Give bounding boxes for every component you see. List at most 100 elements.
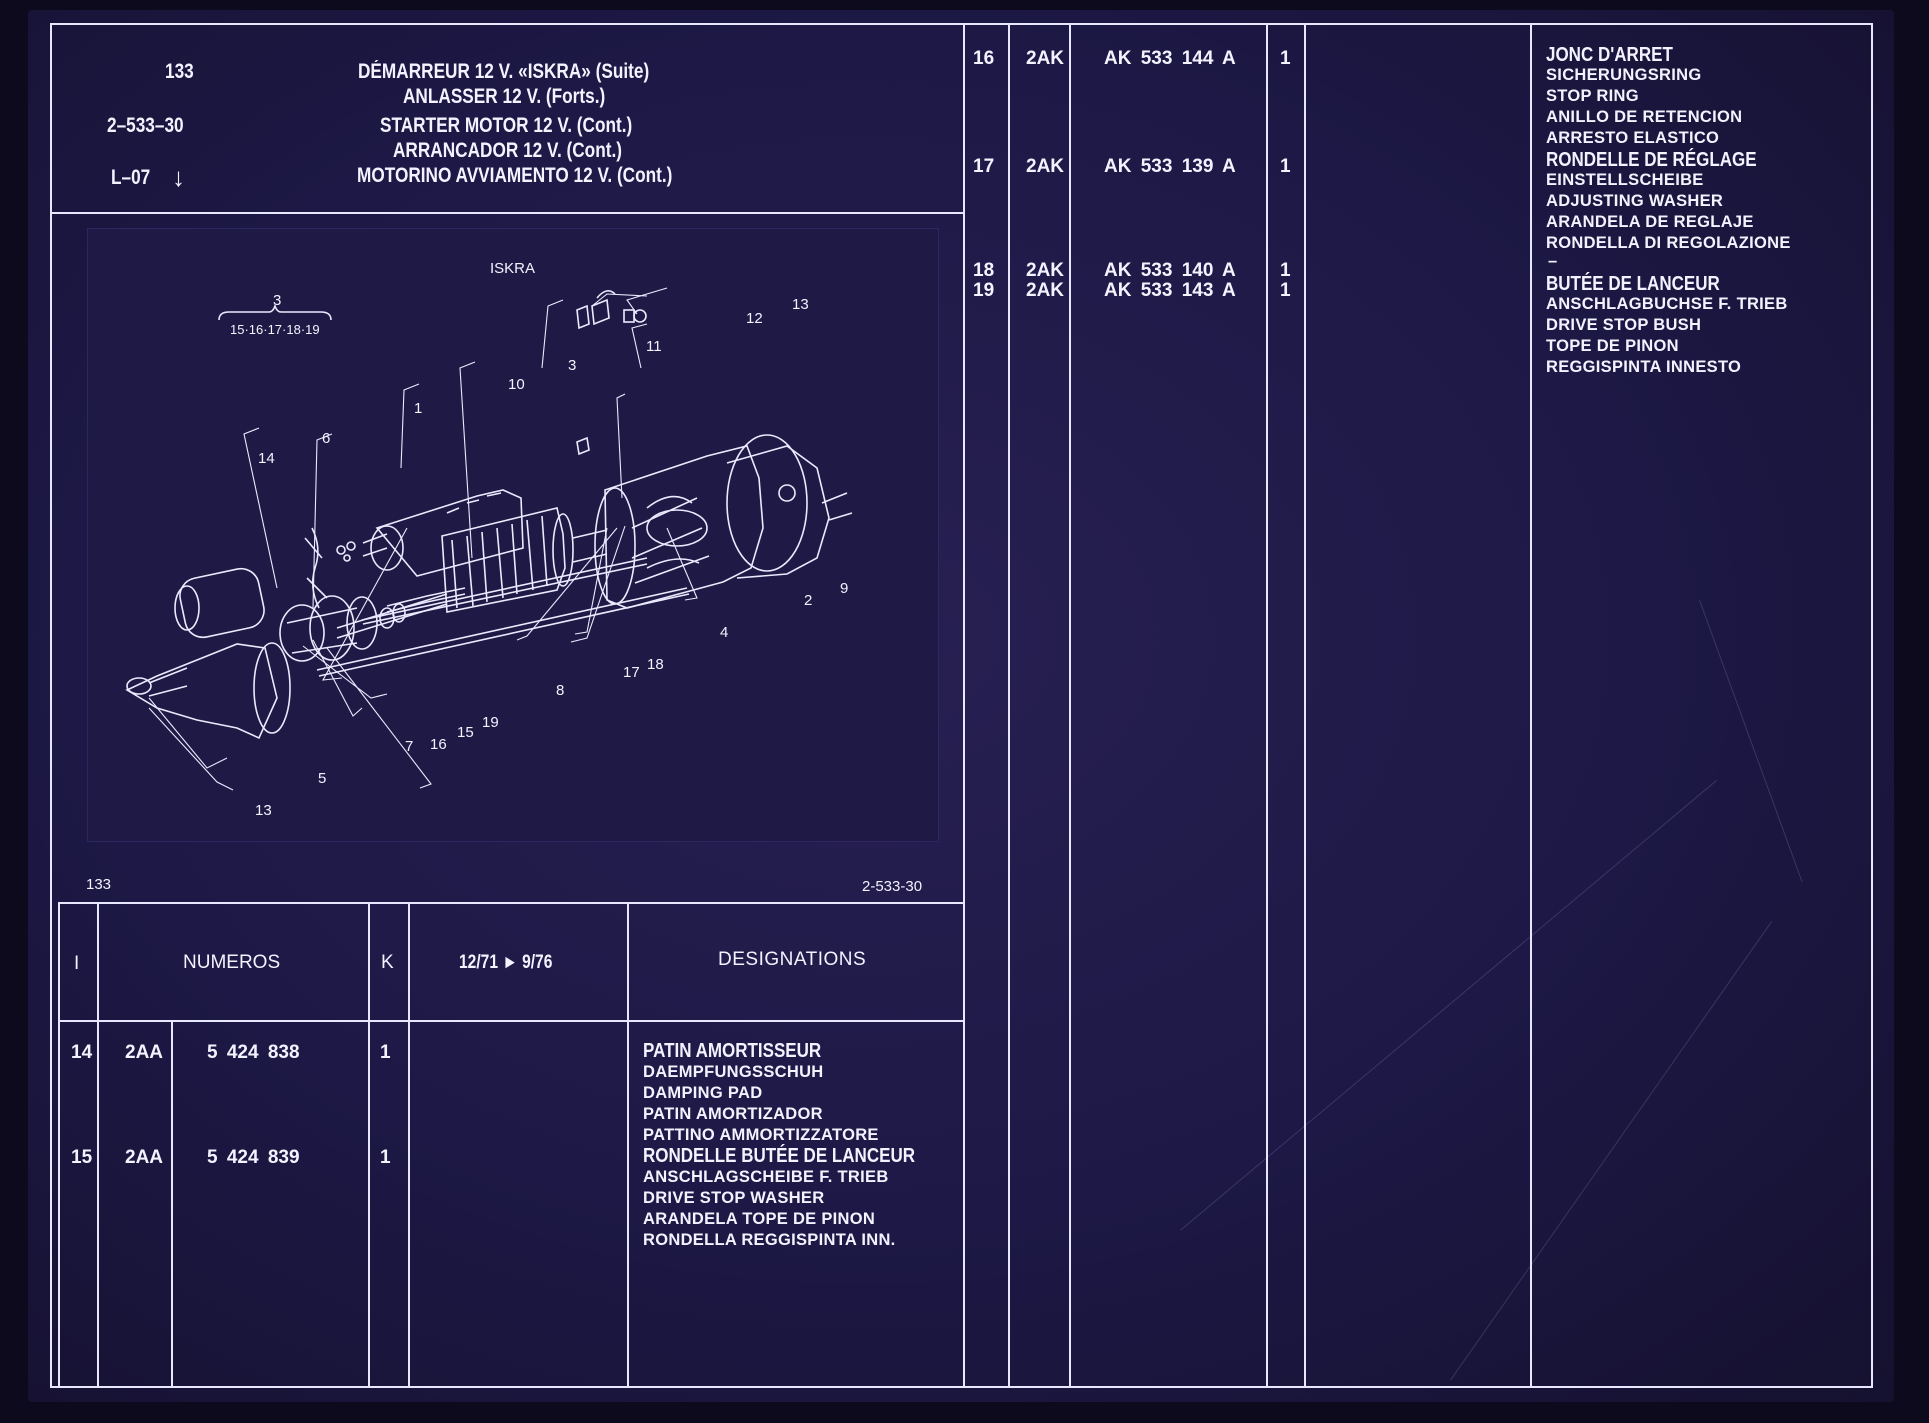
row-17-code: 2AK bbox=[1026, 156, 1065, 177]
callout-15: 15 bbox=[457, 724, 474, 741]
row-14-desc-main: PATIN AMORTISSEUR bbox=[643, 1040, 822, 1062]
row-19-code: 2AK bbox=[1026, 280, 1065, 301]
callout-14: 14 bbox=[258, 450, 275, 467]
callout-12: 12 bbox=[746, 310, 763, 327]
column-header-numeros: NUMEROS bbox=[183, 952, 281, 973]
column-header-k: K bbox=[381, 952, 394, 973]
frame-top bbox=[50, 23, 1873, 25]
desc-19-main: BUTÉE DE LANCEUR bbox=[1546, 273, 1720, 295]
desc-19-en: DRIVE STOP BUSH bbox=[1546, 316, 1702, 334]
callout-8: 8 bbox=[556, 682, 565, 699]
row-19-part-number: AK 533 143 A bbox=[1104, 280, 1236, 301]
frame-bottom bbox=[50, 1386, 1873, 1388]
desc-16-de: SICHERUNGSRING bbox=[1546, 66, 1702, 84]
row-14-desc-es: PATIN AMORTIZADOR bbox=[643, 1105, 823, 1123]
row-17-index: 17 bbox=[973, 156, 995, 177]
row-16-part-number: AK 533 144 A bbox=[1104, 48, 1236, 69]
callout-18: 18 bbox=[647, 656, 664, 673]
row-15-index: 15 bbox=[71, 1147, 93, 1168]
row-14-desc-it: PATTINO AMMORTIZZATORE bbox=[643, 1126, 879, 1144]
column-header-period: 12/71 ► 9/76 bbox=[459, 952, 553, 973]
row-18-part-number: AK 533 140 A bbox=[1104, 260, 1236, 281]
desc-17-main: RONDELLE DE RÉGLAGE bbox=[1546, 149, 1757, 171]
desc-17-it: RONDELLA DI REGOLAZIONE bbox=[1546, 234, 1791, 252]
row-16-index: 16 bbox=[973, 48, 995, 69]
callout-16: 16 bbox=[430, 736, 447, 753]
row-18-index: 18 bbox=[973, 260, 995, 281]
callout-17: 17 bbox=[623, 664, 640, 681]
title-es: ARRANCADOR 12 V. (Cont.) bbox=[393, 139, 622, 162]
callout-19: 19 bbox=[482, 714, 499, 731]
col-divider-r-period bbox=[1530, 23, 1532, 1388]
row-19-index: 19 bbox=[973, 280, 995, 301]
row-19-k: 1 bbox=[1280, 280, 1291, 301]
callout-4: 4 bbox=[720, 624, 729, 641]
callout-5: 5 bbox=[318, 770, 327, 787]
desc-16-es: ANILLO DE RETENCION bbox=[1546, 108, 1743, 126]
table-header-bottom bbox=[58, 1020, 965, 1022]
frame-left bbox=[50, 23, 52, 1388]
callout-13: 13 bbox=[792, 296, 809, 313]
row-18-k: 1 bbox=[1280, 260, 1291, 281]
callout-3: 3 bbox=[568, 357, 577, 374]
desc-19-it: REGGISPINTA INNESTO bbox=[1546, 358, 1742, 376]
table-header-top bbox=[58, 902, 965, 904]
row-16-k: 1 bbox=[1280, 48, 1291, 69]
row-17-k: 1 bbox=[1280, 156, 1291, 177]
column-header-designations: DESIGNATIONS bbox=[718, 949, 867, 970]
desc-17-en: ADJUSTING WASHER bbox=[1546, 192, 1724, 210]
frame-right bbox=[1871, 23, 1873, 1388]
desc-17-de: EINSTELLSCHEIBE bbox=[1546, 171, 1704, 189]
callout-9: 9 bbox=[840, 580, 849, 597]
diagram-footer-ref: 2-533-30 bbox=[862, 878, 923, 895]
left-panel-divider bbox=[963, 23, 965, 1388]
row-15-k: 1 bbox=[380, 1147, 391, 1168]
row-15-desc-de: ANSCHLAGSCHEIBE F. TRIEB bbox=[643, 1168, 889, 1186]
col-divider-r-i bbox=[1008, 23, 1010, 1388]
row-17-part-number: AK 533 139 A bbox=[1104, 156, 1236, 177]
title-de: ANLASSER 12 V. (Forts.) bbox=[403, 85, 606, 108]
callout-2: 2 bbox=[804, 592, 813, 609]
version-code: L–07 bbox=[111, 166, 151, 189]
diagram-brand-label: ISKRA bbox=[490, 260, 536, 277]
callout-10: 10 bbox=[508, 376, 525, 393]
callout-1: 1 bbox=[414, 400, 423, 417]
row-18-code: 2AK bbox=[1026, 260, 1065, 281]
callout-13b: 13 bbox=[255, 802, 272, 819]
row-14-part-number: 5 424 838 bbox=[207, 1042, 300, 1063]
desc-18-separator: – bbox=[1548, 252, 1558, 270]
diagram-footer-page: 133 bbox=[86, 876, 112, 893]
col-divider-code bbox=[171, 1020, 173, 1388]
table-left bbox=[58, 902, 60, 1388]
starter-motor-exploded-drawing bbox=[125, 287, 853, 791]
col-divider-r-k bbox=[1304, 23, 1306, 1388]
column-header-index: I bbox=[74, 953, 80, 974]
row-14-code: 2AA bbox=[125, 1042, 164, 1063]
diagram-group-label: 3 bbox=[273, 292, 282, 309]
diagram-group-items: 15·16·17·18·19 bbox=[230, 322, 320, 337]
desc-19-es: TOPE DE PINON bbox=[1546, 337, 1679, 355]
desc-17-es: ARANDELA DE REGLAJE bbox=[1546, 213, 1754, 231]
row-14-desc-en: DAMPING PAD bbox=[643, 1084, 763, 1102]
row-15-desc-main: RONDELLE BUTÉE DE LANCEUR bbox=[643, 1145, 916, 1167]
col-divider-k bbox=[408, 902, 410, 1388]
reference-code: 2–533–30 bbox=[107, 114, 184, 137]
callout-6: 6 bbox=[322, 430, 331, 447]
callout-11: 11 bbox=[646, 338, 662, 355]
title-en: STARTER MOTOR 12 V. (Cont.) bbox=[380, 114, 633, 137]
title-fr: DÉMARREUR 12 V. «ISKRA» (Suite) bbox=[358, 60, 650, 83]
row-16-code: 2AK bbox=[1026, 48, 1065, 69]
col-divider-numeros bbox=[368, 902, 370, 1388]
row-15-code: 2AA bbox=[125, 1147, 164, 1168]
desc-16-it: ARRESTO ELASTICO bbox=[1546, 129, 1720, 147]
row-15-desc-es: ARANDELA TOPE DE PINON bbox=[643, 1210, 876, 1228]
row-15-desc-it: RONDELLA REGGISPINTA INN. bbox=[643, 1231, 896, 1249]
header-divider bbox=[50, 212, 965, 214]
page-number: 133 bbox=[165, 60, 194, 83]
row-15-part-number: 5 424 839 bbox=[207, 1147, 300, 1168]
col-divider-r-numeros bbox=[1266, 23, 1268, 1388]
col-divider-i bbox=[97, 902, 99, 1388]
col-divider-period bbox=[627, 902, 629, 1388]
desc-16-en: STOP RING bbox=[1546, 87, 1639, 105]
callout-7: 7 bbox=[405, 738, 414, 755]
